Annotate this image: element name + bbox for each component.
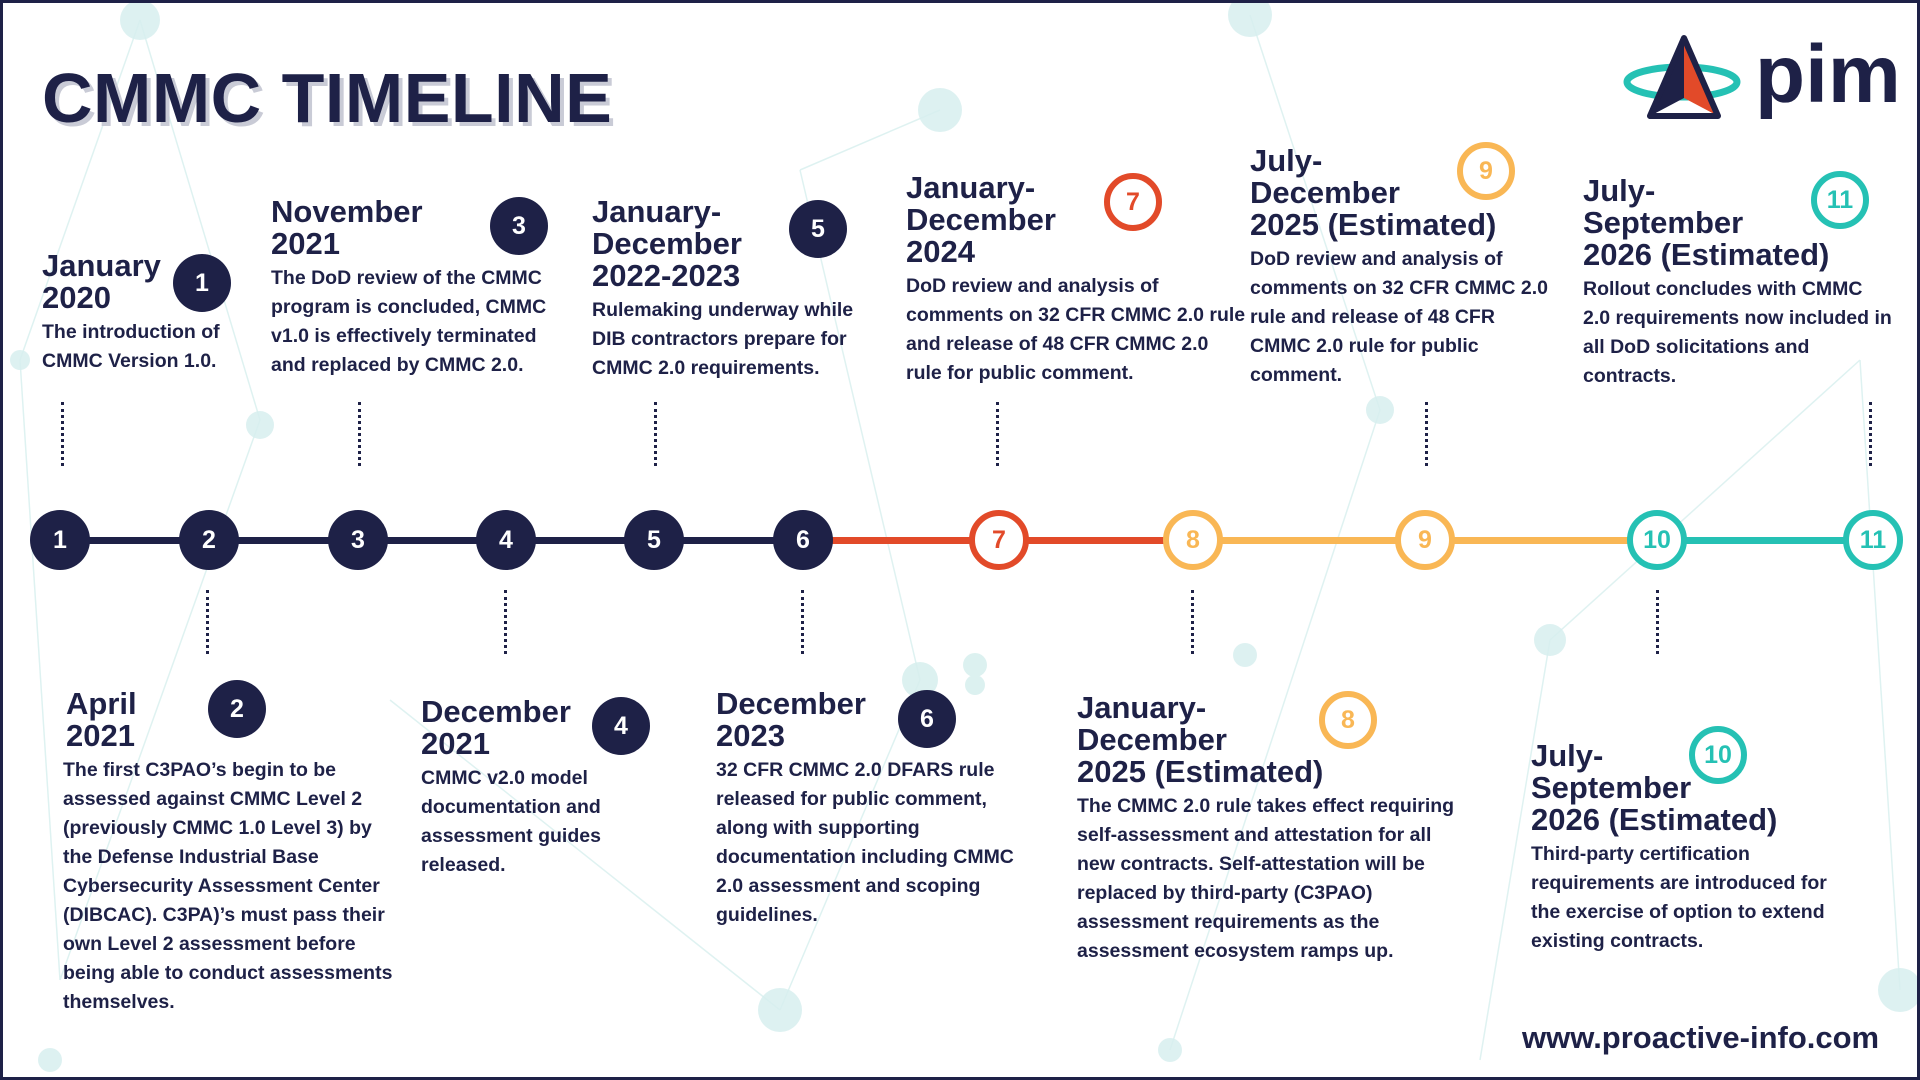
timeline-node-7: 7 [969, 510, 1029, 570]
event-badge-9: 9 [1457, 142, 1515, 200]
event-description: The introduction of CMMC Version 1.0. [42, 321, 220, 372]
connector-7 [996, 402, 999, 466]
event-date: December 2021 [421, 694, 571, 761]
connector-3 [358, 402, 361, 466]
event-date: July- December 2025 (Estimated) [1250, 143, 1497, 242]
event-description: 32 CFR CMMC 2.0 DFARS rule released for … [716, 759, 1014, 926]
connector-6 [801, 590, 804, 654]
connector-10 [1656, 590, 1659, 654]
event-date: January- December 2022-2023 [592, 194, 742, 293]
timeline-node-2: 2 [179, 510, 239, 570]
connector-1 [61, 402, 64, 466]
event-description: DoD review and analysis of comments on 3… [1250, 248, 1548, 386]
logo-text: pim [1755, 29, 1901, 120]
event-badge-11: 11 [1811, 171, 1869, 229]
event-badge-1: 1 [173, 254, 231, 312]
event-9: July- December 2025 (Estimated) DoD revi… [1250, 145, 1560, 390]
event-badge-10: 10 [1689, 726, 1747, 784]
event-10: July- September 2026 (Estimated) Third-p… [1531, 740, 1851, 956]
event-description: CMMC v2.0 model documentation and assess… [421, 767, 601, 876]
event-description: Rulemaking underway while DIB contractor… [592, 299, 854, 379]
timeline-node-1: 1 [30, 510, 90, 570]
event-date: April 2021 [66, 686, 137, 753]
event-badge-2: 2 [208, 680, 266, 738]
timeline-node-11: 11 [1843, 510, 1903, 570]
event-4: December 2021 CMMC v2.0 model documentat… [421, 696, 641, 880]
event-description: The DoD review of the CMMC program is co… [271, 267, 547, 376]
timeline-node-4: 4 [476, 510, 536, 570]
event-badge-7: 7 [1104, 173, 1162, 231]
connector-4 [504, 590, 507, 654]
event-5: January- December 2022-2023 Rulemaking u… [592, 196, 882, 383]
event-badge-6: 6 [898, 690, 956, 748]
event-badge-3: 3 [490, 197, 548, 255]
event-11: July- September 2026 (Estimated) Rollout… [1583, 175, 1893, 391]
event-description: The first C3PAO’s begin to be assessed a… [63, 759, 393, 1013]
event-6: December 2023 32 CFR CMMC 2.0 DFARS rule… [716, 688, 1026, 930]
connector-2 [206, 590, 209, 654]
timeline-node-8: 8 [1163, 510, 1223, 570]
timeline-segment-teal [1658, 537, 1873, 544]
timeline-node-3: 3 [328, 510, 388, 570]
event-date: July- September 2026 (Estimated) [1531, 738, 1778, 837]
connector-9 [1425, 402, 1428, 466]
event-description: The CMMC 2.0 rule takes effect requiring… [1077, 795, 1455, 962]
event-description: Third-party certification requirements a… [1531, 843, 1827, 952]
timeline-node-10: 10 [1627, 510, 1687, 570]
event-1: January 2020 The introduction of CMMC Ve… [42, 250, 242, 376]
connector-8 [1191, 590, 1194, 654]
event-description: DoD review and analysis of comments on 3… [906, 275, 1246, 384]
event-8: January- December 2025 (Estimated) The C… [1077, 692, 1457, 966]
pim-logo-icon [1623, 35, 1741, 119]
event-badge-8: 8 [1319, 691, 1377, 749]
event-description: Rollout concludes with CMMC 2.0 requirem… [1583, 278, 1892, 387]
website-url[interactable]: www.proactive-info.com [1522, 1020, 1880, 1055]
event-date: December 2023 [716, 686, 866, 753]
event-date: November 2021 [271, 194, 423, 261]
page-title: CMMC TIMELINE [42, 59, 613, 137]
event-date: July- September 2026 (Estimated) [1583, 173, 1830, 272]
event-date: January- December 2025 (Estimated) [1077, 690, 1324, 789]
connector-5 [654, 402, 657, 466]
event-date: January 2020 [42, 248, 161, 315]
event-badge-5: 5 [789, 200, 847, 258]
timeline-node-9: 9 [1395, 510, 1455, 570]
event-3: November 2021 The DoD review of the CMMC… [271, 196, 571, 380]
connector-11 [1869, 402, 1872, 466]
event-date: January- December 2024 [906, 170, 1056, 269]
timeline-node-6: 6 [773, 510, 833, 570]
event-2: April 2021 The first C3PAO’s begin to be… [63, 688, 403, 1017]
event-badge-4: 4 [592, 697, 650, 755]
timeline-node-5: 5 [624, 510, 684, 570]
timeline-segment-navy [60, 537, 805, 544]
event-7: January- December 2024 DoD review and an… [906, 172, 1246, 388]
